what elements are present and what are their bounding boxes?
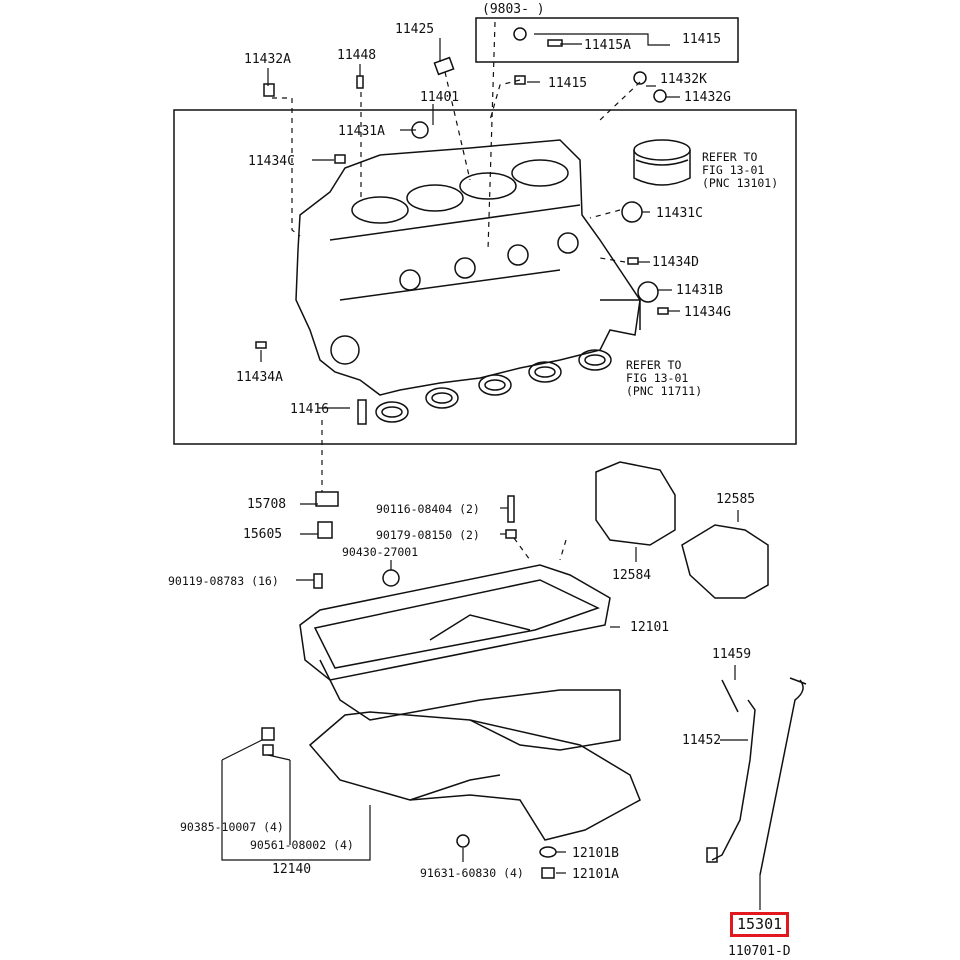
- callout-12584[interactable]: 12584: [612, 568, 652, 583]
- callout-11415-top[interactable]: 11415: [682, 32, 722, 47]
- callout-11431C[interactable]: 11431C: [656, 206, 703, 221]
- callout-11448[interactable]: 11448: [337, 48, 377, 63]
- oil-pan-drawing: [299, 564, 621, 751]
- callout-12101B[interactable]: 12101B: [572, 846, 619, 861]
- callout-12140[interactable]: 12140: [272, 862, 312, 877]
- ref-crank-line1: REFER TO: [626, 358, 682, 372]
- callout-11431B[interactable]: 11431B: [676, 283, 723, 298]
- callout-11434C[interactable]: 11434C: [248, 154, 295, 169]
- callout-90179[interactable]: 90179-08150 (2): [376, 528, 480, 542]
- baffle-plate-drawing: [308, 711, 641, 841]
- dipstick-drawing: [706, 677, 807, 876]
- callout-11432G[interactable]: 11432G: [684, 90, 731, 105]
- ref-piston-line1: REFER TO: [702, 150, 758, 164]
- callout-11432K[interactable]: 11432K: [660, 72, 707, 87]
- callout-12101A[interactable]: 12101A: [572, 867, 619, 882]
- callout-90561[interactable]: 90561-08002 (4): [250, 838, 354, 852]
- dashed-connectors: [272, 21, 641, 561]
- ref-piston-line2: FIG 13-01: [702, 163, 765, 177]
- callout-11434D[interactable]: 11434D: [652, 255, 699, 270]
- bearings-drawing: [375, 349, 612, 423]
- callout-15708[interactable]: 15708: [247, 497, 287, 512]
- callout-11425[interactable]: 11425: [395, 22, 435, 37]
- callout-11415A[interactable]: 11415A: [584, 38, 631, 53]
- callout-11431A[interactable]: 11431A: [338, 124, 385, 139]
- callout-11434A[interactable]: 11434A: [236, 370, 283, 385]
- callout-11432A[interactable]: 11432A: [244, 52, 291, 67]
- callout-90385[interactable]: 90385-10007 (4): [180, 820, 284, 834]
- header-code: (9803- ): [482, 2, 545, 17]
- block-group-frame: [173, 109, 797, 445]
- small-parts: [255, 27, 669, 879]
- callout-11401[interactable]: 11401: [420, 90, 460, 105]
- ref-crank-line3: (PNC 11711): [626, 384, 703, 398]
- callout-11459[interactable]: 11459: [712, 647, 752, 662]
- callout-90116[interactable]: 90116-08404 (2): [376, 502, 480, 516]
- callout-90119[interactable]: 90119-08783 (16): [168, 574, 279, 588]
- callout-11434G[interactable]: 11434G: [684, 305, 731, 320]
- callout-15605[interactable]: 15605: [243, 527, 283, 542]
- ref-piston-line3: (PNC 13101): [702, 176, 779, 190]
- ref-crank-line2: FIG 13-01: [626, 371, 689, 385]
- callout-12585[interactable]: 12585: [716, 492, 756, 507]
- piston-drawing: [633, 139, 691, 186]
- inset-box: [475, 17, 739, 63]
- callout-11452[interactable]: 11452: [682, 733, 722, 748]
- callout-12101[interactable]: 12101: [630, 620, 670, 635]
- footer-code: 110701-D: [728, 944, 791, 959]
- leader-lines: [221, 33, 761, 910]
- callout-91631[interactable]: 91631-60830 (4): [420, 866, 524, 880]
- strainer-drawing: [595, 461, 769, 599]
- callout-11415-mid[interactable]: 11415: [548, 76, 588, 91]
- callout-11416[interactable]: 11416: [290, 402, 330, 417]
- callout-15301-highlighted[interactable]: 15301: [730, 912, 790, 937]
- callout-90430[interactable]: 90430-27001: [342, 545, 419, 559]
